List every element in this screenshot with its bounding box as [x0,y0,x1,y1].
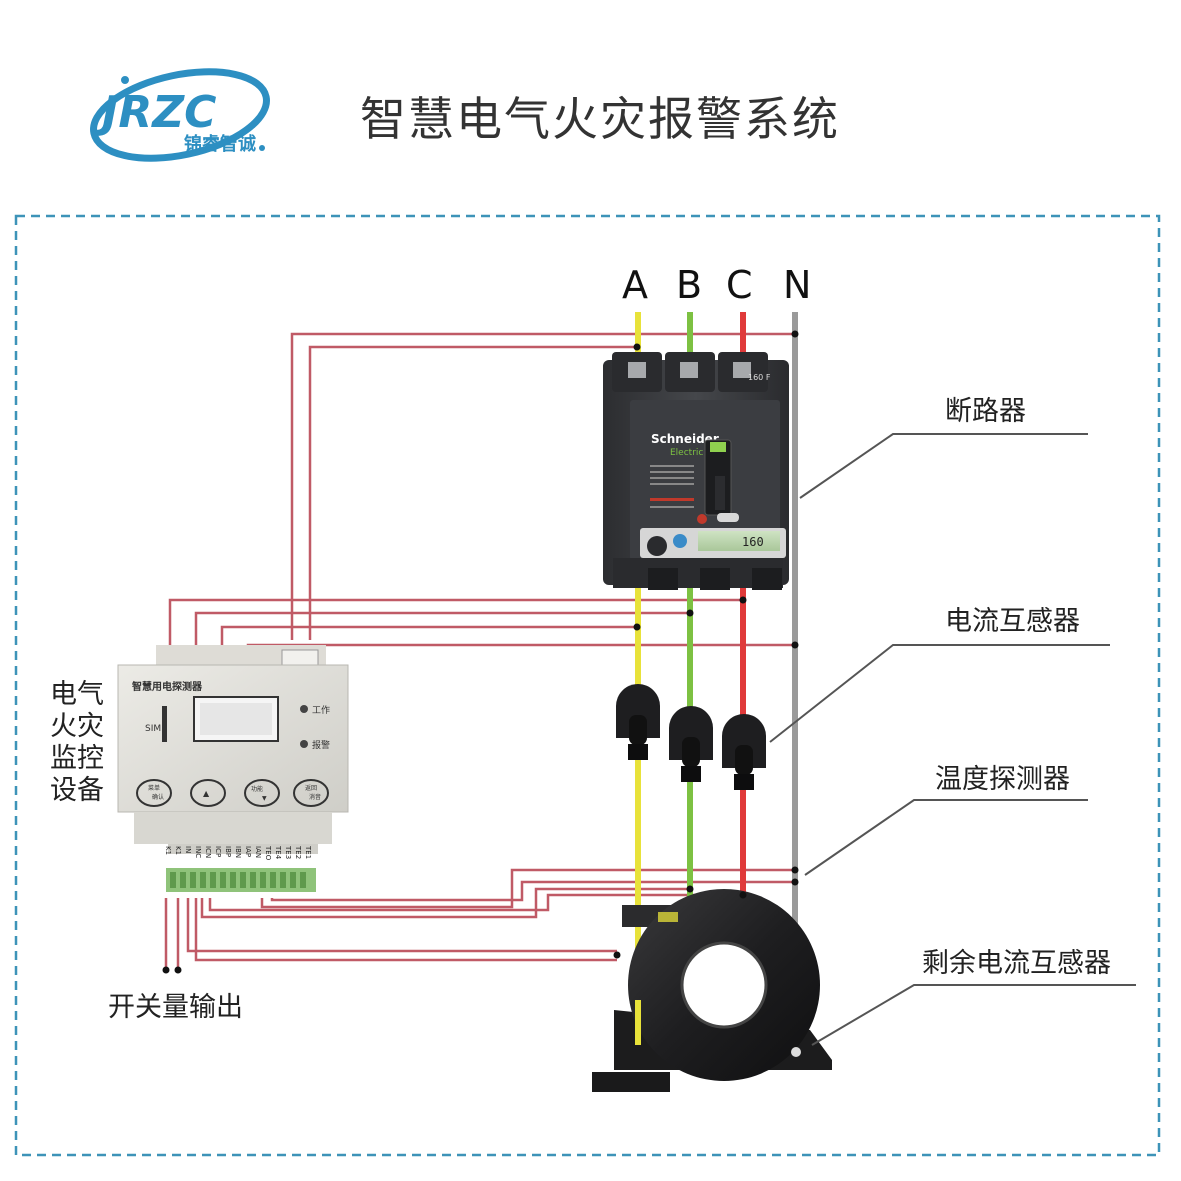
svg-text:菜单: 菜单 [148,784,160,792]
led-alarm-label: 报警 [312,739,330,751]
current-transformer-a [616,684,660,760]
signal-wires [164,332,795,970]
junction-dots [162,330,799,974]
phase-label-a: A [622,263,648,307]
svg-text:K1: K1 [164,846,172,855]
device-front-title: 智慧用电探测器 [132,680,203,693]
phase-label-n: N [783,263,811,307]
svg-text:IAP: IAP [244,846,252,857]
breaker-display-value: 160 [742,535,764,549]
callout-current-transformer: 电流互感器 [945,606,1080,637]
led-alarm [300,740,308,748]
svg-text:TE4: TE4 [274,845,282,860]
phase-label-b: B [676,263,702,307]
svg-text:▼: ▼ [262,795,267,802]
breaker-rating-tag: 160 F [748,373,771,382]
callout-breaker: 断路器 [945,396,1026,427]
device-button-4[interactable]: 返回 消音 [293,779,329,807]
led-work [300,705,308,713]
svg-text:确认: 确认 [152,793,164,801]
svg-text:IBP: IBP [224,846,232,857]
logo-subtext: 锦睿智诚 [184,133,256,155]
svg-text:火灾: 火灾 [50,711,104,742]
phase-label-c: C [726,263,753,307]
device-button-2[interactable]: ▲ [190,779,226,807]
svg-text:ICP: ICP [214,846,222,857]
svg-text:K1: K1 [174,846,182,855]
callout-lines [769,433,1136,1046]
svg-text:监控: 监控 [50,743,104,774]
svg-text:TE3: TE3 [284,845,292,859]
svg-text:电气: 电气 [50,679,104,710]
led-work-label: 工作 [312,704,330,716]
sim-slot [162,706,167,742]
svg-text:IBN: IBN [234,846,242,858]
residual-current-transformer [592,889,832,1092]
sim-label: SIM [145,724,161,734]
device-terminal-labels: K1 K1 IN INC ICN ICP IBP IBN IAP IAN TEO… [164,845,312,861]
svg-text:设备: 设备 [50,775,104,806]
svg-text:功能: 功能 [251,785,263,793]
svg-text:消音: 消音 [309,793,321,801]
circuit-breaker: Schneider Electric 160 F 160 [603,352,789,590]
svg-text:TE1: TE1 [304,845,312,859]
current-transformer-b [669,706,713,782]
current-transformer-c [722,714,766,790]
device-label: 电气 火灾 监控 设备 [50,679,104,806]
callout-temperature-probe: 温度探测器 [935,764,1070,795]
svg-text:返回: 返回 [305,785,317,792]
breaker-lcd [698,531,780,551]
switch-output-label: 开关量输出 [108,992,243,1023]
svg-text:▲: ▲ [203,789,210,798]
svg-text:ICN: ICN [204,846,212,858]
page-title: 智慧电气火灾报警系统 [360,92,840,146]
logo-text: JRZC [94,87,216,138]
svg-text:INC: INC [194,846,202,858]
breaker-brand-sub: Electric [670,448,703,458]
device-button-3[interactable]: 功能 ▼ [244,779,280,807]
svg-text:TEO: TEO [264,845,272,861]
callout-residual-ct: 剩余电流互感器 [922,948,1111,979]
svg-text:IAN: IAN [254,846,262,858]
svg-text:TE2: TE2 [294,845,302,859]
svg-text:IN: IN [184,846,192,853]
device-button-1[interactable]: 菜单 确认 [136,779,172,807]
monitoring-device: 智慧用电探测器 SIM 工作 报警 菜单 确认 ▲ 功能 ▼ 返回 消音 [117,645,349,892]
system-frame [14,214,1161,1157]
breaker-brand: Schneider [651,432,719,446]
logo: JRZC 锦睿智诚 [90,68,270,162]
